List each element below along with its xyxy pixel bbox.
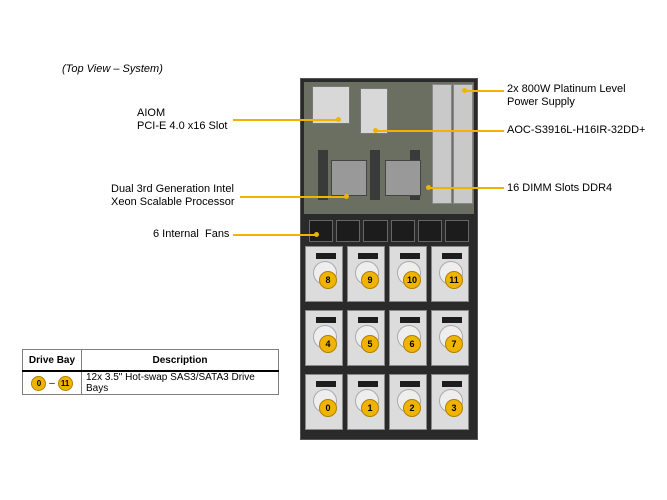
bay-range-cell: 0 – 11 xyxy=(22,370,82,395)
fans-leader-line xyxy=(233,234,316,236)
bay-number: 5 xyxy=(361,335,379,353)
bay-number: 3 xyxy=(445,399,463,417)
fan xyxy=(444,220,470,242)
drive-bay-grid: 8 9 10 11 4 5 6 7 0 1 2 3 xyxy=(305,246,475,434)
cpu-2 xyxy=(385,160,421,196)
dimm-bank-2 xyxy=(370,150,380,200)
aoc-leader-line xyxy=(375,130,504,132)
power-supply-1 xyxy=(432,84,452,204)
fans-leader-dot xyxy=(314,232,319,237)
bay-range-separator: – xyxy=(49,377,55,389)
fan xyxy=(336,220,361,242)
cpu-leader-dot xyxy=(344,194,349,199)
bay-number: 9 xyxy=(361,271,379,289)
dimm-leader-line xyxy=(428,187,504,189)
dimm-leader-dot xyxy=(426,185,431,190)
fan xyxy=(390,220,415,242)
psu-leader-line xyxy=(464,90,504,92)
bay-number: 10 xyxy=(403,271,421,289)
aoc-callout: AOC-S3916L-H16IR-32DD+ xyxy=(507,124,646,136)
drive-bay-header: Drive Bay xyxy=(22,349,82,372)
aiom-slot xyxy=(312,86,350,124)
fan xyxy=(363,220,388,242)
drive-bay: 4 xyxy=(305,310,343,366)
cpu-callout: Dual 3rd Generation Intel Xeon Scalable … xyxy=(111,183,235,208)
bay-number: 2 xyxy=(403,399,421,417)
psu-callout: 2x 800W Platinum Level Power Supply xyxy=(507,83,626,108)
view-caption: (Top View – System) xyxy=(62,63,163,75)
drive-bay: 1 xyxy=(347,374,385,430)
drive-bay: 2 xyxy=(389,374,427,430)
power-supply-2 xyxy=(453,84,473,204)
bay-number: 8 xyxy=(319,271,337,289)
drive-bay: 3 xyxy=(431,374,469,430)
bay-number: 1 xyxy=(361,399,379,417)
aiom-leader-line xyxy=(233,119,338,121)
aiom-leader-dot xyxy=(336,117,341,122)
fan xyxy=(309,220,334,242)
dimm-callout: 16 DIMM Slots DDR4 xyxy=(507,182,613,194)
psu-leader-dot xyxy=(462,88,467,93)
drive-bay: 11 xyxy=(431,246,469,302)
aoc-leader-dot xyxy=(373,128,378,133)
drive-bay-table: Drive Bay Description 0 – 11 12x 3.5" Ho… xyxy=(22,349,279,395)
description-header: Description xyxy=(81,349,279,372)
fans-callout: 6 Internal Fans xyxy=(153,228,230,240)
dimm-bank-1 xyxy=(318,150,328,200)
drive-bay: 9 xyxy=(347,246,385,302)
drive-bay: 0 xyxy=(305,374,343,430)
aoc-card xyxy=(360,88,388,134)
drive-bay: 5 xyxy=(347,310,385,366)
cpu-1 xyxy=(331,160,367,196)
description-cell: 12x 3.5" Hot-swap SAS3/SATA3 Drive Bays xyxy=(81,370,279,395)
bay-number: 11 xyxy=(445,271,463,289)
bay-number: 4 xyxy=(319,335,337,353)
bay-number: 6 xyxy=(403,335,421,353)
fan-row xyxy=(309,220,470,242)
bay-number: 7 xyxy=(445,335,463,353)
drive-bay: 10 xyxy=(389,246,427,302)
drive-bay: 6 xyxy=(389,310,427,366)
cpu-leader-line xyxy=(240,196,346,198)
fan xyxy=(417,220,442,242)
aiom-callout: AIOM PCI-E 4.0 x16 Slot xyxy=(137,107,228,132)
drive-bay: 8 xyxy=(305,246,343,302)
bay-number: 0 xyxy=(319,399,337,417)
bay-range-end: 11 xyxy=(57,375,73,391)
drive-bay: 7 xyxy=(431,310,469,366)
bay-range-start: 0 xyxy=(31,375,47,391)
